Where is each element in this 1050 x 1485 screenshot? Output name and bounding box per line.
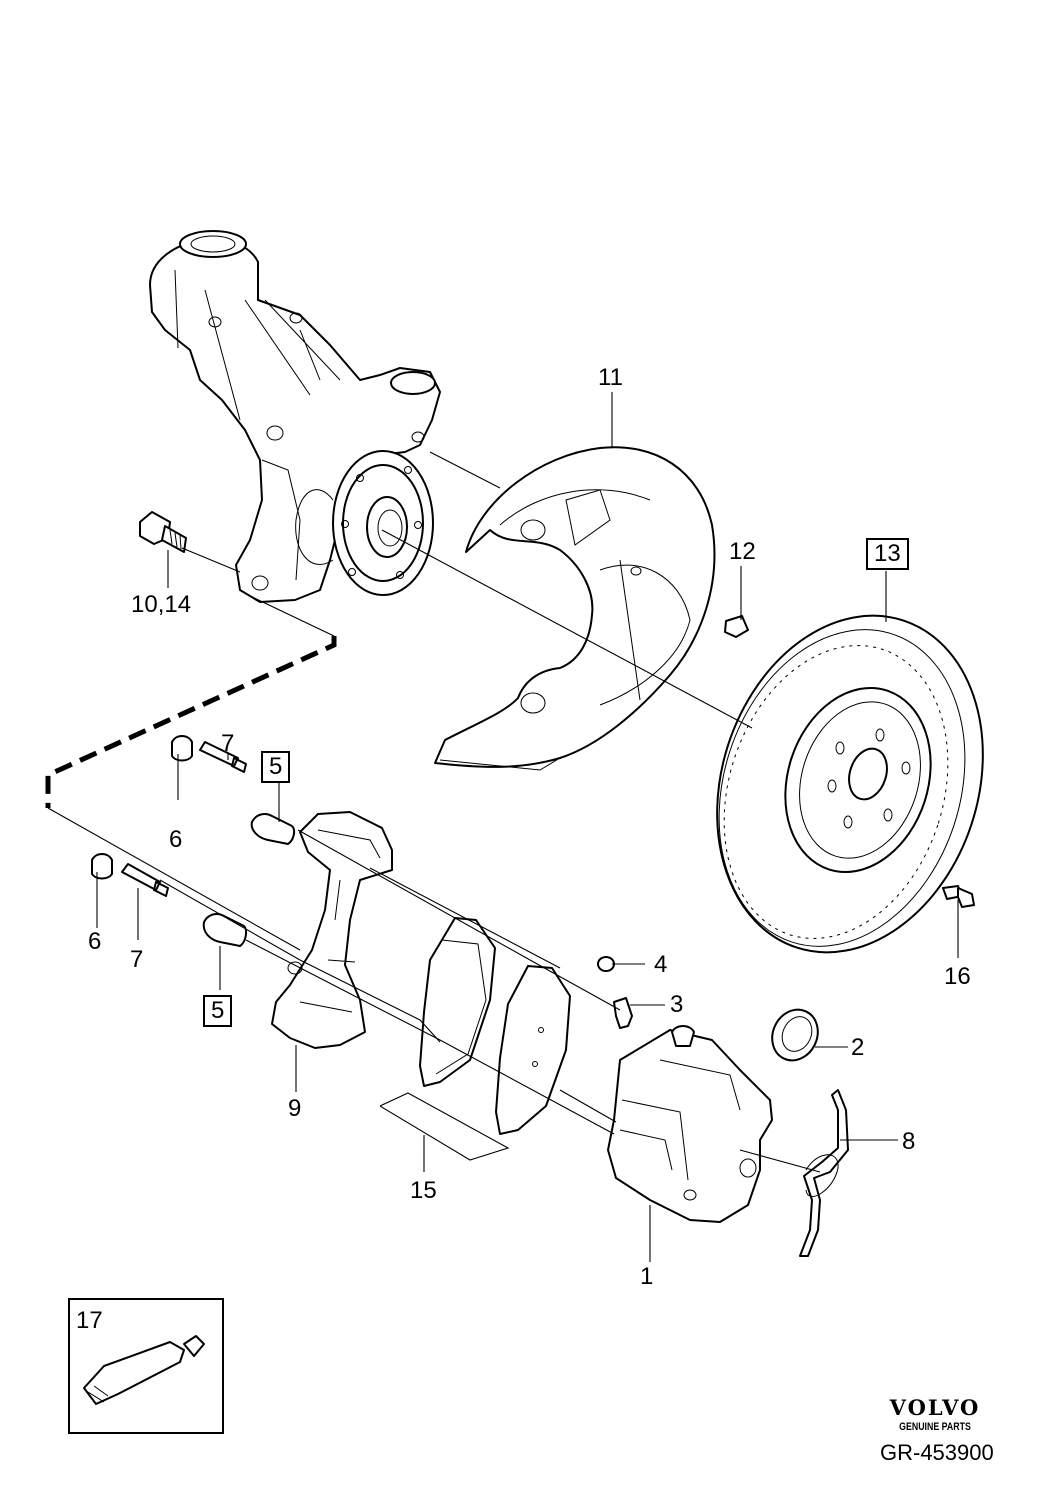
dust-cap xyxy=(597,956,615,972)
steering-knuckle xyxy=(149,230,441,603)
callout-5-upper: 5 xyxy=(261,751,291,783)
shield-screw xyxy=(724,615,749,638)
brake-pad-inner xyxy=(419,917,496,1087)
callout-16: 16 xyxy=(944,963,971,990)
guide-pin-set-lower xyxy=(91,853,248,947)
splash-shield xyxy=(434,446,716,771)
brand-logo: VOLVO GENUINE PARTS xyxy=(870,1395,1000,1433)
callout-6-upper: 6 xyxy=(169,826,183,853)
brand-name: VOLVO xyxy=(889,1395,981,1420)
callout-6-lower: 6 xyxy=(88,928,102,955)
brand-subtitle: GENUINE PARTS xyxy=(899,1421,971,1433)
callout-9: 9 xyxy=(288,1095,302,1122)
callout-7-upper: 7 xyxy=(221,730,235,757)
piston-seal xyxy=(771,1008,819,1062)
callout-5-lower: 5 xyxy=(203,995,233,1027)
brake-disc xyxy=(716,614,984,954)
brake-caliper xyxy=(607,1025,773,1223)
retaining-spring xyxy=(799,1089,849,1257)
caliper-carrier xyxy=(271,811,393,1049)
accessory-inset-box xyxy=(68,1298,224,1434)
guide-pin-set-upper xyxy=(171,735,296,845)
callout-4: 4 xyxy=(654,951,668,978)
callout-13: 13 xyxy=(866,538,909,570)
bleeder-screw xyxy=(613,997,633,1029)
brake-pad-outer xyxy=(495,965,571,1135)
grease-tube xyxy=(83,1335,205,1405)
callout-11: 11 xyxy=(598,364,623,391)
knuckle-bolt xyxy=(139,511,187,553)
assembly-axis-lines xyxy=(47,451,821,1173)
diagram-code: GR-453900 xyxy=(880,1440,994,1465)
callout-15: 15 xyxy=(410,1177,437,1204)
dashed-connection-line xyxy=(45,636,337,808)
callout-2: 2 xyxy=(851,1034,865,1061)
callout-leaders xyxy=(96,392,959,1262)
callout-7-lower: 7 xyxy=(130,946,144,973)
callout-17: 17 xyxy=(76,1307,103,1334)
callout-10-14: 10,14 xyxy=(131,591,192,618)
callout-1: 1 xyxy=(640,1263,654,1290)
callout-8: 8 xyxy=(902,1128,916,1155)
callout-3: 3 xyxy=(670,991,684,1018)
callout-12: 12 xyxy=(729,538,756,565)
disc-screw xyxy=(942,885,975,908)
